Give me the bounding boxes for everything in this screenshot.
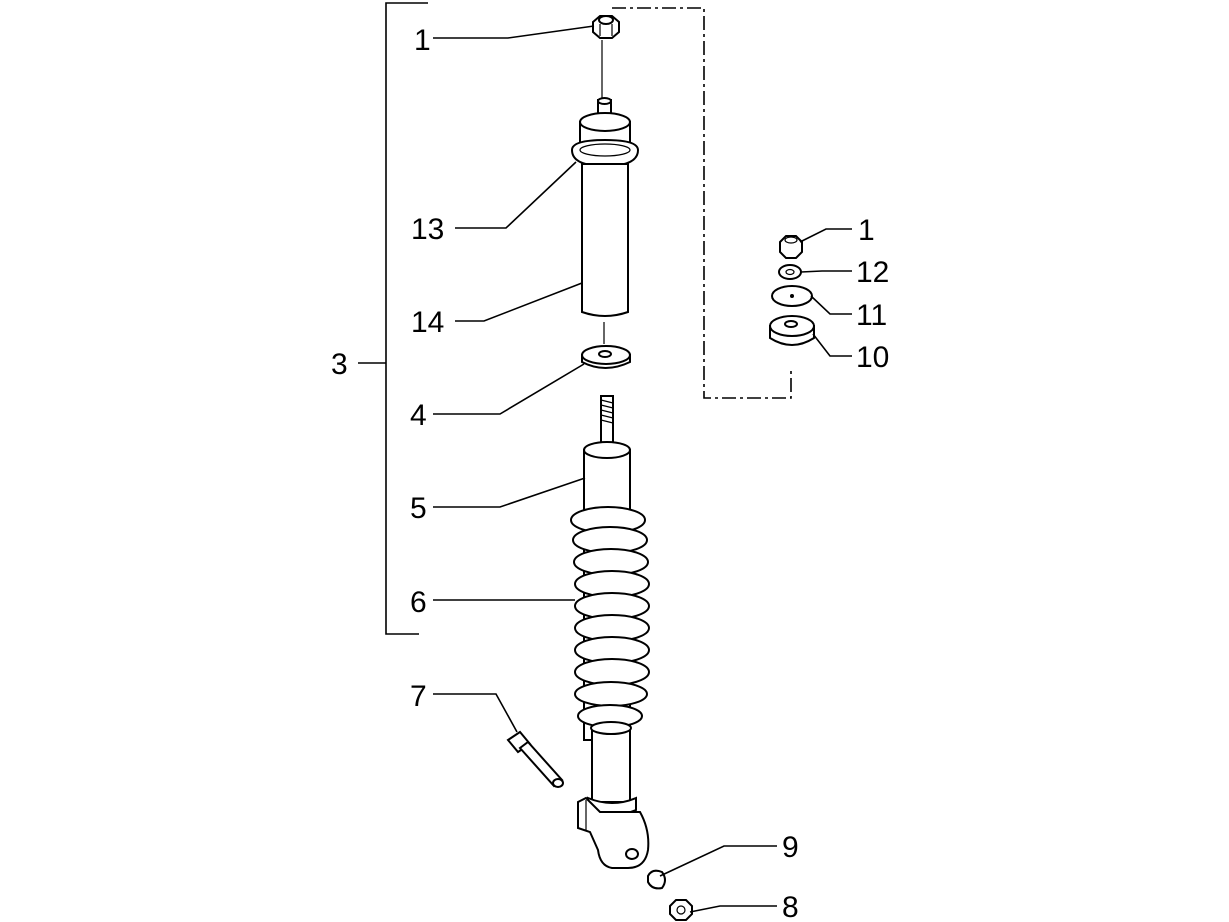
top-nut <box>592 15 620 39</box>
dust-cover-washer <box>570 138 640 168</box>
assembly-bracket <box>358 2 428 635</box>
callout-14: 14 <box>411 306 444 339</box>
callout-6: 6 <box>410 586 427 619</box>
leader-lines <box>433 25 852 913</box>
alternate-assembly-dashed-line <box>612 7 792 399</box>
alt-rubber-bush <box>769 315 815 346</box>
coil-spring <box>570 506 650 728</box>
callout-13: 13 <box>411 213 444 246</box>
mounting-bolt <box>506 730 564 788</box>
rubber-washer <box>581 345 631 369</box>
alt-nut <box>779 235 803 259</box>
callout-7: 7 <box>410 680 427 713</box>
callout-4: 4 <box>410 399 427 432</box>
callout-1-right: 1 <box>858 214 875 247</box>
callout-10: 10 <box>856 341 889 374</box>
threaded-rod <box>600 395 614 447</box>
callout-8: 8 <box>782 891 799 922</box>
lower-tube <box>587 721 637 816</box>
retaining-clip <box>647 869 666 890</box>
callout-9: 9 <box>782 831 799 864</box>
callout-1-top: 1 <box>414 24 431 57</box>
callout-3: 3 <box>331 348 348 381</box>
bottom-nut <box>669 899 693 921</box>
lower-eye-mount <box>577 796 650 869</box>
callout-12: 12 <box>856 256 889 289</box>
alt-flat-washer <box>771 285 813 307</box>
alt-small-washer <box>778 264 802 280</box>
callout-11: 11 <box>856 299 887 332</box>
dust-cover-tube <box>581 163 629 317</box>
callout-5: 5 <box>410 492 427 525</box>
callout-labels: 1 13 14 3 4 5 6 7 9 8 1 12 11 10 <box>331 24 889 922</box>
